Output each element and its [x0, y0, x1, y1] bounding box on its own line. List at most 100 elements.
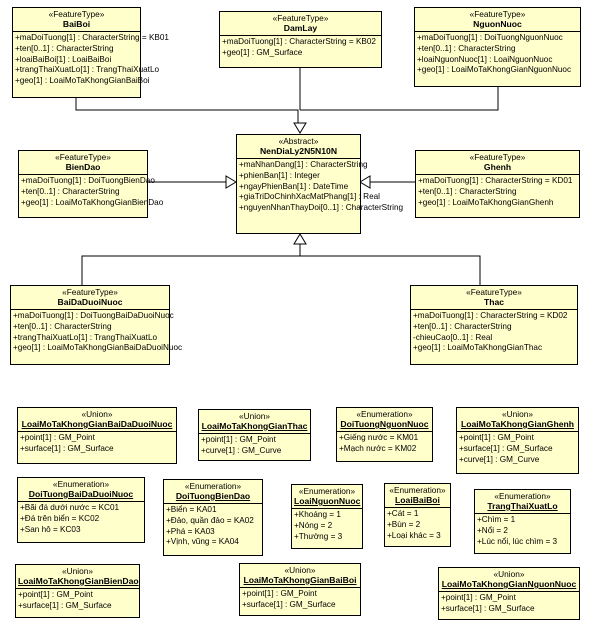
class-name: LoaiBaiBoi	[395, 495, 440, 505]
class-name: BaiDaDuoiNuoc	[57, 297, 123, 307]
attribute: +maDoiTuong[1] : DoiTuongBienDao	[21, 176, 155, 185]
attribute: +geo[1] : LoaiMoTaKhongGianGhenh	[418, 197, 554, 207]
attribute: +Lúc nổi, lúc chìm = 3	[477, 536, 558, 546]
stereotype: «Enumeration»	[184, 481, 242, 491]
stereotype: «Union»	[284, 565, 316, 575]
class-name: TrangThaiXuatLo	[487, 501, 558, 511]
attribute: +point[1] : GM_Point	[459, 433, 534, 442]
attribute: +loaiBaiBoi[1] : LoaiBaiBoi	[15, 54, 112, 64]
attribute: +geo[1] : LoaiMoTaKhongGianNguonNuoc	[417, 65, 572, 75]
attribute: +ten[0..1] : CharacterString	[418, 186, 517, 196]
class-name: DoiTuongBaiDaDuoiNuoc	[28, 489, 134, 499]
attribute: +maDoiTuong[1] : DoiTuongBaiDaDuoiNuoc	[13, 311, 174, 320]
attribute: +curve[1] : GM_Curve	[459, 454, 540, 464]
union-baiboi[interactable]: «Union» LoaiMoTaKhongGianBaiBoi +point[1…	[239, 563, 361, 616]
class-name: LoaiNguonNuoc	[294, 496, 361, 506]
attribute: +Chìm = 1	[477, 515, 516, 524]
enum-doituongbiendao[interactable]: «Enumeration» DoiTuongBienDao +Biển = KA…	[163, 479, 263, 556]
stereotype: «FeatureType»	[469, 152, 526, 162]
arrowhead-top	[293, 122, 307, 134]
class-name: DoiTuongBienDao	[175, 491, 251, 501]
attribute: -chieuCao[0..1] : Real	[413, 332, 493, 342]
stereotype: «FeatureType»	[62, 287, 118, 297]
attribute: +Bùn = 2	[387, 519, 421, 529]
class-damlay[interactable]: «FeatureType» DamLay +maDoiTuong[1] : Ch…	[219, 11, 382, 68]
enum-trangthaixuatlo[interactable]: «Enumeration» TrangThaiXuatLo +Chìm = 1 …	[474, 489, 571, 554]
generalization-thac	[300, 255, 481, 285]
stereotype: «Enumeration»	[298, 486, 356, 496]
class-baiboi[interactable]: «FeatureType» BaiBoi +maDoiTuong[1] : Ch…	[12, 7, 169, 98]
stereotype: «Union»	[502, 409, 533, 419]
attribute: +phienBan[1] : Integer	[239, 170, 320, 180]
union-baidaduoinuoc[interactable]: «Union» LoaiMoTaKhongGianBaiDaDuoiNuoc +…	[17, 407, 177, 464]
class-name: LoaiMoTaKhongGianBienDao	[18, 576, 139, 586]
attribute: +maDoiTuong[1] : CharacterString = KB01	[15, 33, 169, 42]
enum-loainguonnuoc[interactable]: «Enumeration» LoaiNguonNuoc +Khoáng = 1 …	[291, 484, 363, 549]
attribute: +Nóng = 2	[294, 520, 333, 530]
enum-doituongnguonnuoc[interactable]: «Enumeration» DoiTuongNguonNuoc +Giếng n…	[336, 407, 433, 462]
stereotype: «FeatureType»	[469, 9, 526, 19]
attribute: +point[1] : GM_Point	[201, 435, 276, 444]
generalization-nguonnuoc	[300, 87, 499, 111]
stereotype: «Abstract»	[278, 136, 319, 146]
union-nguonnuoc[interactable]: «Union» LoaiMoTaKhongGianNguonNuoc +poin…	[438, 567, 580, 620]
generalization-baiboi	[75, 98, 299, 123]
union-biendao[interactable]: «Union» LoaiMoTaKhongGianBienDao +point[…	[15, 564, 140, 618]
attribute: +Nổi = 2	[477, 525, 508, 535]
attribute: +maDoiTuong[1] : CharacterString = KB02	[222, 37, 376, 46]
attribute: +surface[1] : GM_Surface	[20, 443, 114, 453]
class-biendao[interactable]: «FeatureType» BienDao +maDoiTuong[1] : D…	[18, 150, 163, 218]
attribute: +surface[1] : GM_Surface	[18, 600, 112, 610]
stereotype: «Enumeration»	[52, 479, 110, 489]
class-nguonnuoc[interactable]: «FeatureType» NguonNuoc +maDoiTuong[1] :…	[414, 7, 581, 87]
class-name: BaiBoi	[62, 19, 91, 29]
arrowhead-right	[359, 175, 371, 189]
stereotype: «FeatureType»	[466, 287, 522, 297]
attribute: +geo[1] : GM_Surface	[222, 47, 303, 57]
attribute: +Bãi đá dưới nước = KC01	[20, 503, 120, 512]
class-name: DamLay	[283, 23, 318, 33]
arrowhead-bottom	[293, 233, 307, 245]
class-name: NenDiaLy2N5N10N	[259, 146, 338, 156]
class-name: DoiTuongNguonNuoc	[340, 419, 429, 429]
class-ghenh[interactable]: «FeatureType» Ghenh +maDoiTuong[1] : Cha…	[415, 150, 580, 218]
arrowhead-left	[225, 175, 237, 189]
attribute: +Loại khác = 3	[387, 530, 441, 540]
attribute: +surface[1] : GM_Surface	[441, 603, 535, 613]
attribute: +maNhanDang[1] : CharacterString	[239, 160, 368, 169]
attribute: +Vịnh, vũng = KA04	[166, 537, 239, 547]
stereotype: «Union»	[239, 411, 270, 421]
enum-doituongbaidaduoinuoc[interactable]: «Enumeration» DoiTuongBaiDaDuoiNuoc +Bãi…	[17, 477, 145, 543]
stereotype: «Enumeration»	[356, 409, 413, 419]
attribute: +Khoáng = 1	[294, 510, 341, 519]
enum-loaibaiboi[interactable]: «Enumeration» LoaiBaiBoi +Cát = 1 +Bùn =…	[384, 483, 451, 547]
class-name: LoaiMoTaKhongGianThac	[201, 421, 308, 431]
union-thac[interactable]: «Union» LoaiMoTaKhongGianThac +point[1] …	[198, 409, 311, 461]
attribute: +Phá = KA03	[166, 526, 215, 536]
attribute: +ten[0..1] : CharacterString	[417, 43, 516, 53]
stereotype: «Enumeration»	[389, 485, 446, 495]
attribute: +point[1] : GM_Point	[441, 593, 516, 602]
stereotype: «Union»	[81, 409, 113, 419]
attribute: +trangThaiXuatLo[1] : TrangThaiXuatLo	[15, 65, 160, 75]
attribute: +geo[1] : LoaiMoTaKhongGianBaiDaDuoiNuoc	[13, 343, 183, 353]
attribute: +ten[0..1] : CharacterString	[15, 43, 114, 53]
class-name: Ghenh	[483, 162, 512, 172]
stereotype: «Union»	[62, 566, 93, 576]
class-name: LoaiMoTaKhongGianBaiBoi	[243, 575, 357, 585]
union-ghenh[interactable]: «Union» LoaiMoTaKhongGianGhenh +point[1]…	[456, 407, 579, 474]
class-name: NguonNuoc	[473, 19, 522, 29]
attribute: +maDoiTuong[1] : DoiTuongNguonNuoc	[417, 33, 563, 42]
attribute: +Thường = 3	[294, 531, 343, 541]
stereotype: «FeatureType»	[48, 9, 105, 19]
attribute: +ten[0..1] : CharacterString	[13, 321, 112, 331]
stereotype: «Union»	[493, 569, 525, 579]
attribute: +nguyenNhanThayDoi[0..1] : CharacterStri…	[239, 203, 404, 213]
class-name: LoaiMoTaKhongGianNguonNuoc	[441, 579, 577, 589]
attribute: +surface[1] : GM_Surface	[459, 443, 553, 453]
attribute: +Cát = 1	[387, 509, 419, 518]
class-thac[interactable]: «FeatureType» Thac +maDoiTuong[1] : Char…	[410, 285, 578, 365]
class-baidaduoinuoc[interactable]: «FeatureType» BaiDaDuoiNuoc +maDoiTuong[…	[10, 285, 183, 365]
class-nendialy-abstract[interactable]: «Abstract» NenDiaLy2N5N10N +maNhanDang[1…	[236, 134, 404, 234]
